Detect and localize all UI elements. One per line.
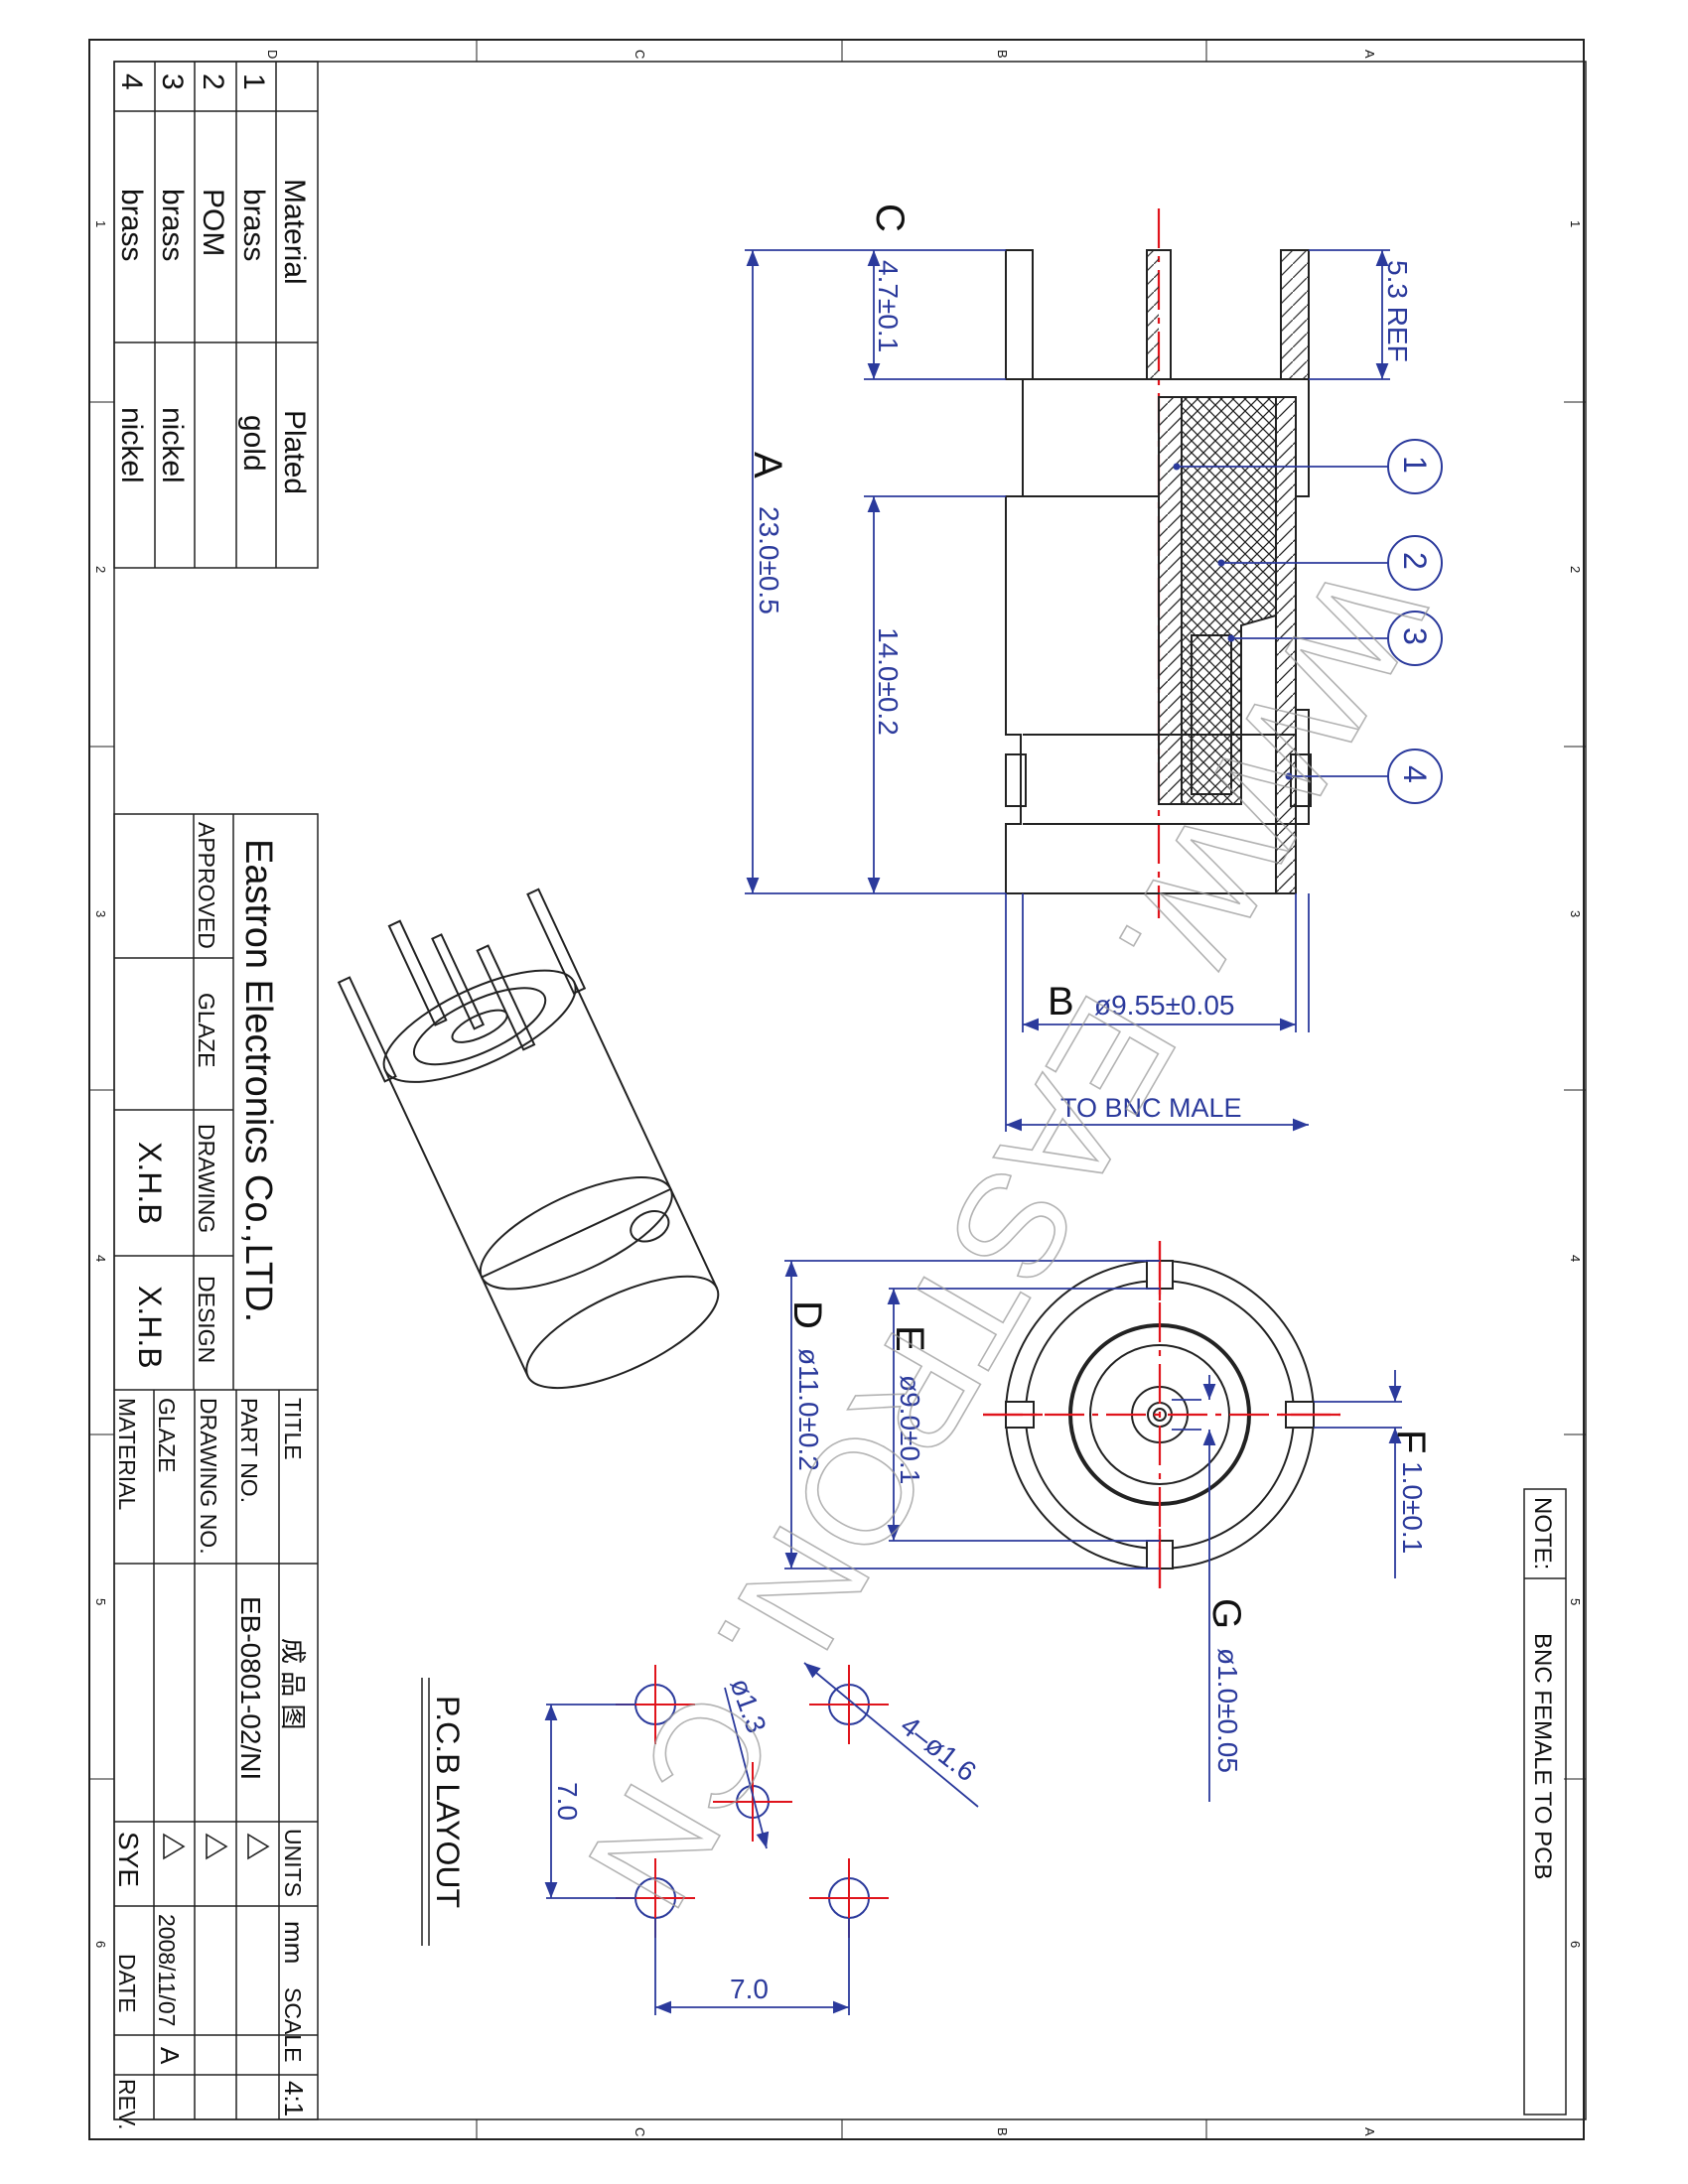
zone-letter-a-bottom: A (1362, 2127, 1377, 2136)
scale-value: 4:1 (279, 2081, 309, 2116)
sheet-border (88, 39, 1587, 2140)
section-view: 1 2 3 4 (745, 204, 1443, 1132)
row-4-plated: nickel (115, 407, 148, 483)
title-value: 成 品 图 (278, 1638, 308, 1729)
balloon-3: 3 (1397, 627, 1433, 645)
date-value: 2008/11/07 (154, 1914, 180, 2026)
zone-num-4-left: 4 (93, 1255, 108, 1262)
row-1-material: brass (237, 189, 270, 261)
zone-letters-bottom: C B A (633, 2127, 1377, 2136)
zone-letter-a-top: A (1362, 50, 1377, 59)
pcb-title: P.C.B LAYOUT (430, 1696, 466, 1908)
zone-num-6-right: 6 (1568, 1941, 1583, 1948)
zone-num-2-right: 2 (1568, 566, 1583, 573)
row-3-material: brass (156, 189, 189, 261)
plated-header: Plated (278, 410, 311, 494)
balloon-2: 2 (1397, 552, 1433, 570)
row-4-no: 4 (115, 73, 148, 90)
material-header: Material (278, 179, 311, 285)
zone-letter-b-bottom: B (995, 2127, 1010, 2136)
design-label: DESIGN (194, 1276, 219, 1363)
approved-label: APPROVED (194, 822, 219, 949)
drawing-no-label: DRAWING NO. (196, 1398, 221, 1555)
zone-num-5-right: 5 (1568, 1598, 1583, 1605)
zone-num-2-left: 2 (93, 566, 108, 573)
sye-label: SYE (113, 1832, 144, 1887)
dim-to-bnc: TO BNC MALE (1060, 1093, 1242, 1123)
dim-a-value: 23.0±0.5 (754, 506, 784, 614)
zone-letters-top: D C B A (265, 50, 1377, 59)
watermark: WWW. EASTRON. CN (556, 540, 1458, 1935)
part-no-label: PART NO. (236, 1398, 262, 1503)
note-label: NOTE: (1529, 1497, 1556, 1570)
zone-letter-b-top: B (995, 50, 1010, 59)
zone-num-5-left: 5 (93, 1598, 108, 1605)
dim-d-letter: D (785, 1300, 829, 1329)
glaze-label: GLAZE (194, 993, 219, 1067)
glaze2-label: GLAZE (154, 1398, 180, 1472)
row-3-no: 3 (156, 73, 189, 90)
pcb-pitch-vertical: 7.0 (552, 1782, 583, 1821)
zone-letter-d-top: D (265, 50, 280, 59)
dim-length-value: 14.0±0.2 (873, 627, 904, 736)
part-no-value: EB-0801-02/NI (235, 1596, 266, 1780)
isometric-view (337, 887, 720, 1390)
title-block: Eastron Electronics Co.,LTD. APPROVED GL… (113, 813, 319, 2130)
zone-num-3-left: 3 (93, 910, 108, 917)
zone-letter-c-top: C (633, 50, 647, 59)
balloon-1: 1 (1397, 456, 1433, 474)
scale-label: SCALE (280, 1987, 306, 2062)
zone-num-1-right: 1 (1568, 220, 1583, 227)
zone-num-3-right: 3 (1568, 910, 1583, 917)
row-1-no: 1 (237, 73, 270, 90)
dim-b-value: ø9.55±0.05 (1094, 990, 1234, 1021)
rev-value: A (155, 2047, 185, 2065)
zone-numbers: 1 2 3 4 5 6 1 2 3 4 5 6 (93, 220, 1583, 1948)
dim-c-letter: C (868, 204, 912, 232)
dim-d-value: ø11.0±0.2 (793, 1348, 824, 1471)
units-label: UNITS (280, 1829, 306, 1897)
drawing-label: DRAWING (194, 1124, 219, 1233)
balloon-4: 4 (1397, 765, 1433, 783)
date-label: DATE (114, 1954, 140, 2013)
dim-g-value: ø1.0±0.05 (1212, 1648, 1243, 1773)
company-name: Eastron Electronics Co.,LTD. (237, 839, 279, 1322)
dim-f-letter: F (1389, 1430, 1433, 1453)
dim-f-value: 1.0±0.1 (1397, 1461, 1428, 1554)
dim-e-value: ø9.0±0.1 (895, 1375, 925, 1484)
dim-c-value: 4.7±0.1 (873, 260, 904, 352)
row-1-plated: gold (237, 415, 270, 472)
pcb-pitch-horizontal: 7.0 (730, 1974, 769, 2004)
zone-num-1-left: 1 (93, 220, 108, 227)
row-2-material: POM (197, 189, 229, 256)
front-view: D ø11.0±0.2 E ø9.0±0.1 F 1.0±0.1 G ø1.0±… (784, 1241, 1433, 1802)
dim-e-letter: E (888, 1325, 931, 1352)
dim-a-letter: A (746, 452, 789, 478)
zone-num-6-left: 6 (93, 1941, 108, 1948)
revision-triangles (163, 1833, 270, 1860)
material-label: MATERIAL (114, 1398, 140, 1511)
row-4-material: brass (115, 189, 148, 261)
design-value: X.H.B (132, 1286, 168, 1369)
row-3-plated: nickel (156, 407, 189, 483)
dim-g-letter: G (1204, 1598, 1248, 1629)
zone-letter-c-bottom: C (633, 2127, 647, 2136)
dim-ref-value: 5.3 REF (1382, 260, 1413, 362)
row-2-no: 2 (197, 73, 229, 90)
note-text: BNC FEMALE TO PCB (1529, 1633, 1556, 1880)
zone-num-4-right: 4 (1568, 1255, 1583, 1262)
note-box: NOTE: BNC FEMALE TO PCB (1523, 1488, 1567, 2116)
units-value: mm (279, 1921, 309, 1964)
material-table: Material Plated 1 brass gold 2 POM 3 bra… (113, 61, 319, 569)
drawing-value: X.H.B (132, 1142, 168, 1225)
dim-b-letter: B (1048, 980, 1074, 1024)
rev-label: REV. (114, 2079, 140, 2130)
title-label: TITLE (280, 1398, 306, 1460)
